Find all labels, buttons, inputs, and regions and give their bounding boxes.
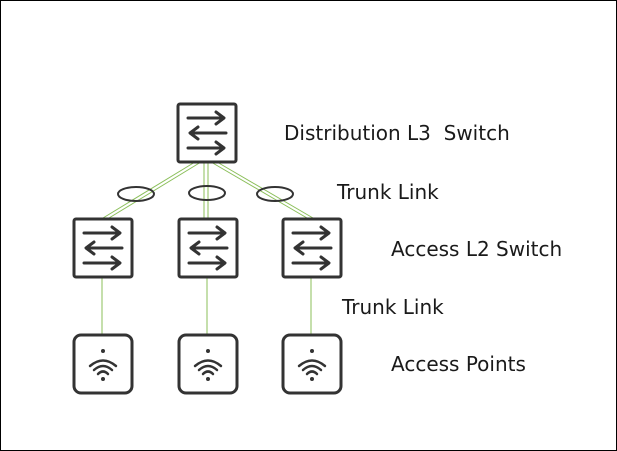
access-switch-icon-1 <box>72 217 134 279</box>
access-point-icon-3 <box>281 333 343 395</box>
distribution-switch-icon <box>176 102 238 164</box>
access-point-icon-2 <box>177 333 239 395</box>
access-switch-label: Access L2 Switch <box>391 237 563 261</box>
link-bundle-marker-left <box>117 186 155 202</box>
trunk-link-lower <box>101 277 312 334</box>
access-switch-icon-2 <box>177 217 239 279</box>
trunk-link-lower-label: Trunk Link <box>342 295 444 319</box>
distribution-switch-label: Distribution L3 Switch <box>284 121 510 145</box>
access-points-label: Access Points <box>391 352 526 376</box>
link-bundle-markers <box>117 185 294 202</box>
link-bundle-marker-center <box>188 185 226 201</box>
link-bundle-marker-right <box>256 186 294 202</box>
trunk-link-upper <box>102 161 314 219</box>
access-switch-icon-3 <box>281 217 343 279</box>
trunk-link-upper-label: Trunk Link <box>337 180 439 204</box>
access-point-icon-1 <box>72 333 134 395</box>
